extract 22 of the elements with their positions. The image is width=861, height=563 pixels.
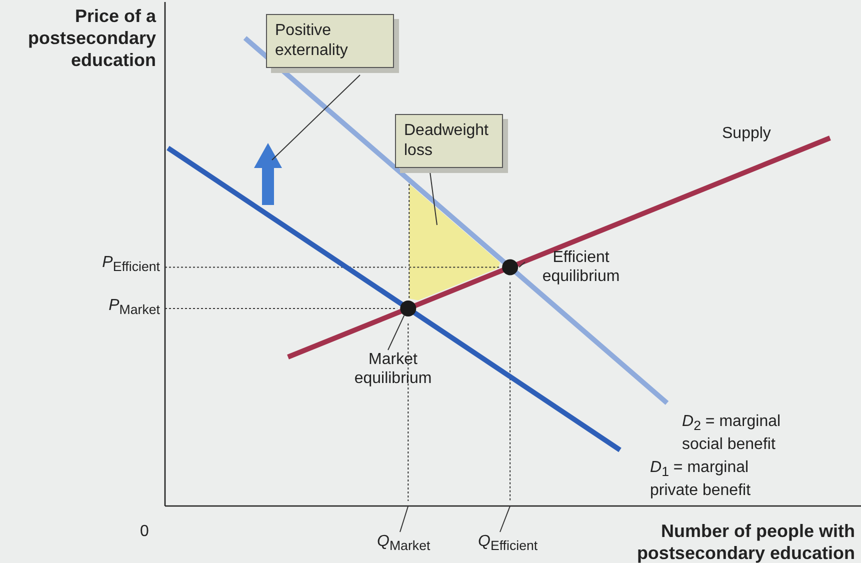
leader-line [430,172,438,226]
curve-label: Supply [722,124,772,143]
axis-title: Price of a postsecondary education [26,5,156,71]
leader-line [400,506,409,532]
axis-tick-label: Q$_{Market}$ [377,532,447,556]
equilibrium-point [502,259,518,276]
axis-tick-label: P$_{Market}$ [108,296,160,320]
leader-line [272,74,360,160]
callout-text: Efficient equilibrium [526,248,636,286]
callout-text: Market equilibrium [338,350,448,388]
axis-tick-label: P$_{Efficient}$ [101,253,160,276]
leader-line [388,314,405,350]
deadweight-loss-triangle [408,183,500,300]
axis-title: Number of people with postsecondary education [636,520,855,563]
leader-line [518,262,526,268]
curve-label: D$_{2}$ = marginal social benefit [682,412,782,454]
axis-tick-label: 0 [140,522,150,541]
axis-tick-label: Q$_{Efficient}$ [478,532,568,556]
leader-line [500,506,511,532]
curve-label: D$_{1}$ = marginal private benefit [650,458,752,500]
shift-arrow [254,143,282,205]
equilibrium-point [400,300,416,316]
